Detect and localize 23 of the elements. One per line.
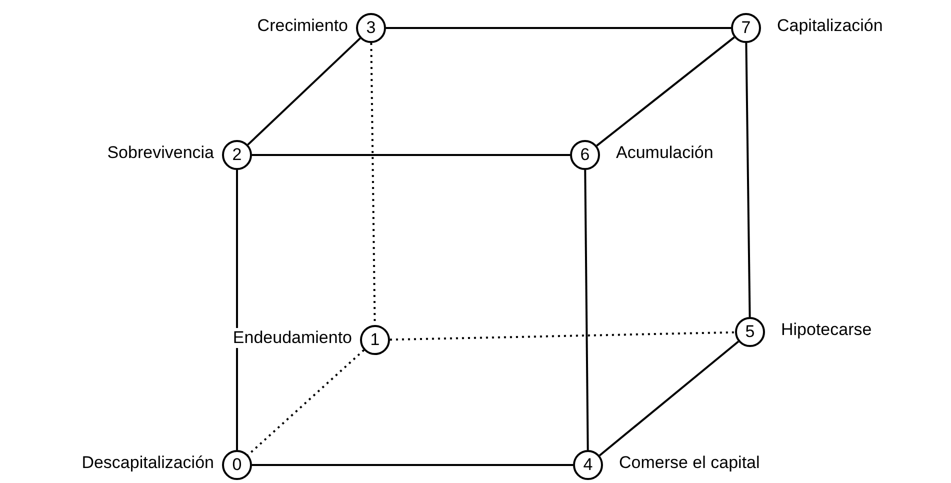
line <box>247 38 361 146</box>
line <box>596 36 735 146</box>
line <box>598 340 740 456</box>
line <box>584 170 589 450</box>
line <box>252 154 570 156</box>
line <box>236 170 238 450</box>
node-circle: 2 <box>222 140 252 170</box>
node-caption: Descapitalización <box>82 453 214 473</box>
node-circle: 7 <box>731 13 761 43</box>
node-circle: 5 <box>735 317 765 347</box>
node-caption: Capitalización <box>777 16 883 36</box>
line <box>745 42 751 318</box>
node-circle: 6 <box>570 140 600 170</box>
line <box>386 27 731 29</box>
node-caption: Endeudamiento <box>232 328 352 348</box>
node-circle: 1 <box>360 325 390 355</box>
dotted-line <box>390 331 736 341</box>
node-circle: 4 <box>573 450 603 480</box>
line <box>252 464 573 466</box>
node-circle: 3 <box>356 13 386 43</box>
node-caption: Hipotecarse <box>781 320 872 340</box>
node-caption: Comerse el capital <box>619 453 760 473</box>
node-circle: 0 <box>222 450 252 480</box>
